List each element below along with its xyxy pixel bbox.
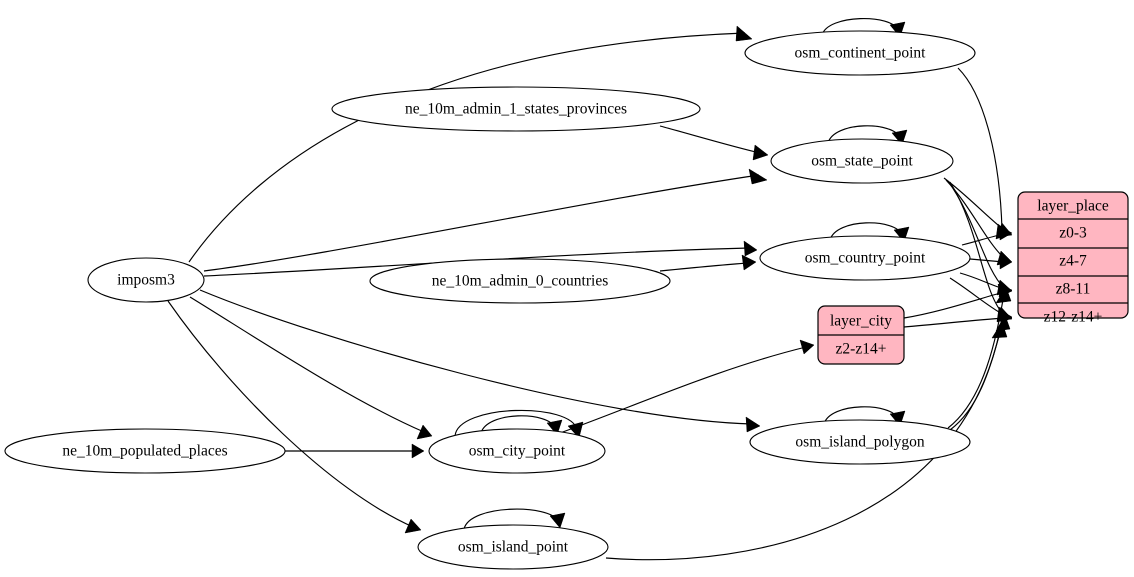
arrow-head	[991, 321, 1008, 339]
arrow-head	[752, 144, 769, 161]
arrow-head	[999, 254, 1013, 270]
node-osm_city_point[interactable]: osm_city_point	[428, 428, 606, 474]
node-layer: imposm3 ne_10m_admin_1_states_provinces …	[4, 30, 976, 570]
record-title: layer_city	[830, 313, 892, 330]
node-label: ne_10m_populated_places	[62, 443, 227, 460]
node-ne_10m_admin_1_states_provinces[interactable]: ne_10m_admin_1_states_provinces	[331, 86, 701, 132]
self-loop-outer-osm_city_point	[454, 409, 578, 437]
edge-layer	[167, 17, 1013, 561]
arrow-head	[411, 443, 425, 459]
arrow-head	[999, 309, 1013, 325]
edge-ne_10m_admin_0_countries-osm_country_point	[659, 262, 749, 272]
node-label: osm_state_point	[811, 153, 913, 170]
edge-osm_state_point-layer_place-z0-3	[943, 177, 1005, 231]
node-label: osm_country_point	[805, 250, 926, 267]
record-row-z12-z14[interactable]: z12-z14+	[1044, 309, 1103, 326]
record-row-z8-11[interactable]: z8-11	[1056, 281, 1091, 298]
node-shape[interactable]	[428, 428, 606, 474]
node-label: osm_island_point	[458, 539, 569, 556]
node-ne_10m_populated_places[interactable]: ne_10m_populated_places	[4, 428, 286, 474]
node-osm_island_polygon[interactable]: osm_island_polygon	[749, 419, 971, 465]
arrow-head	[799, 339, 815, 355]
node-layer_city[interactable]: layer_city z2-z14+	[817, 305, 905, 365]
node-shape[interactable]	[417, 524, 609, 570]
arrow-head	[997, 283, 1013, 299]
node-imposm3[interactable]: imposm3	[87, 257, 205, 303]
edge-osm_island_polygon-layer_place-z8-11	[947, 293, 1005, 429]
node-label: ne_10m_admin_1_states_provinces	[405, 101, 627, 118]
node-ne_10m_admin_0_countries[interactable]: ne_10m_admin_0_countries	[369, 258, 671, 304]
edge-osm_state_point-layer_place-z12-z14	[949, 181, 1005, 316]
edge-osm_continent_point-layer_place-z0-3	[957, 67, 1003, 231]
edge-osm_state_point-layer_place-z8-11	[947, 180, 1005, 289]
edge-osm_country_point-layer_place-z0-3	[961, 233, 1005, 246]
arrow-head	[404, 518, 422, 534]
node-shape[interactable]	[744, 30, 976, 76]
edge-osm_city_point-layer_city	[559, 346, 807, 434]
node-label: osm_continent_point	[795, 45, 927, 62]
edge-imposm3-osm_island_point	[167, 300, 414, 528]
edge-osm_country_point-layer_place-z12-z14	[949, 277, 1005, 316]
node-osm_continent_point[interactable]: osm_continent_point	[744, 30, 976, 76]
node-shape[interactable]	[87, 257, 205, 303]
record-layer: layer_place z0-3 z4-7 z8-11 z12-z14+ lay…	[817, 191, 1129, 365]
edge-layer_city-layer_place-z8-11	[903, 291, 1005, 319]
node-shape[interactable]	[770, 138, 954, 184]
arrow-head	[745, 416, 761, 433]
edge-ne_10m_admin_1_states_provinces-osm_state_point	[659, 125, 761, 154]
arrow-head	[549, 512, 566, 529]
node-shape[interactable]	[4, 428, 286, 474]
arrow-head	[748, 168, 768, 185]
node-shape[interactable]	[331, 86, 701, 132]
record-shape[interactable]	[1017, 191, 1129, 319]
edge-osm_island_point-layer_place-z12-z14	[605, 329, 1001, 561]
node-shape[interactable]	[759, 235, 971, 281]
edge-imposm3-osm_city_point	[189, 296, 425, 433]
record-row-z2-z14[interactable]: z2-z14+	[836, 341, 887, 358]
node-label: osm_city_point	[469, 443, 566, 460]
arrow-head	[741, 254, 757, 271]
node-osm_country_point[interactable]: osm_country_point	[759, 235, 971, 281]
arrow-head	[416, 424, 433, 440]
node-label: osm_island_polygon	[795, 434, 924, 451]
node-shape[interactable]	[369, 258, 671, 304]
record-title: layer_place	[1037, 198, 1109, 215]
node-shape[interactable]	[749, 419, 971, 465]
edge-layer_city-layer_place-z12-z14	[903, 317, 1005, 328]
edge-imposm3-osm_island_polygon	[199, 289, 753, 425]
edge-imposm3-osm_state_point	[203, 174, 760, 272]
arrow-head	[743, 240, 758, 257]
node-osm_state_point[interactable]: osm_state_point	[770, 138, 954, 184]
node-label: imposm3	[117, 272, 175, 289]
node-osm_island_point[interactable]: osm_island_point	[417, 524, 609, 570]
edge-osm_country_point-layer_place-z8-11	[959, 272, 1005, 290]
record-row-z4-7[interactable]: z4-7	[1059, 253, 1087, 270]
node-label: ne_10m_admin_0_countries	[432, 273, 609, 290]
arrow-head	[998, 225, 1013, 241]
arrow-head	[735, 25, 753, 42]
edge-imposm3-osm_continent_point	[188, 32, 746, 263]
node-layer_place[interactable]: layer_place z0-3 z4-7 z8-11 z12-z14+	[1017, 191, 1129, 326]
record-row-z0-3[interactable]: z0-3	[1059, 225, 1087, 242]
